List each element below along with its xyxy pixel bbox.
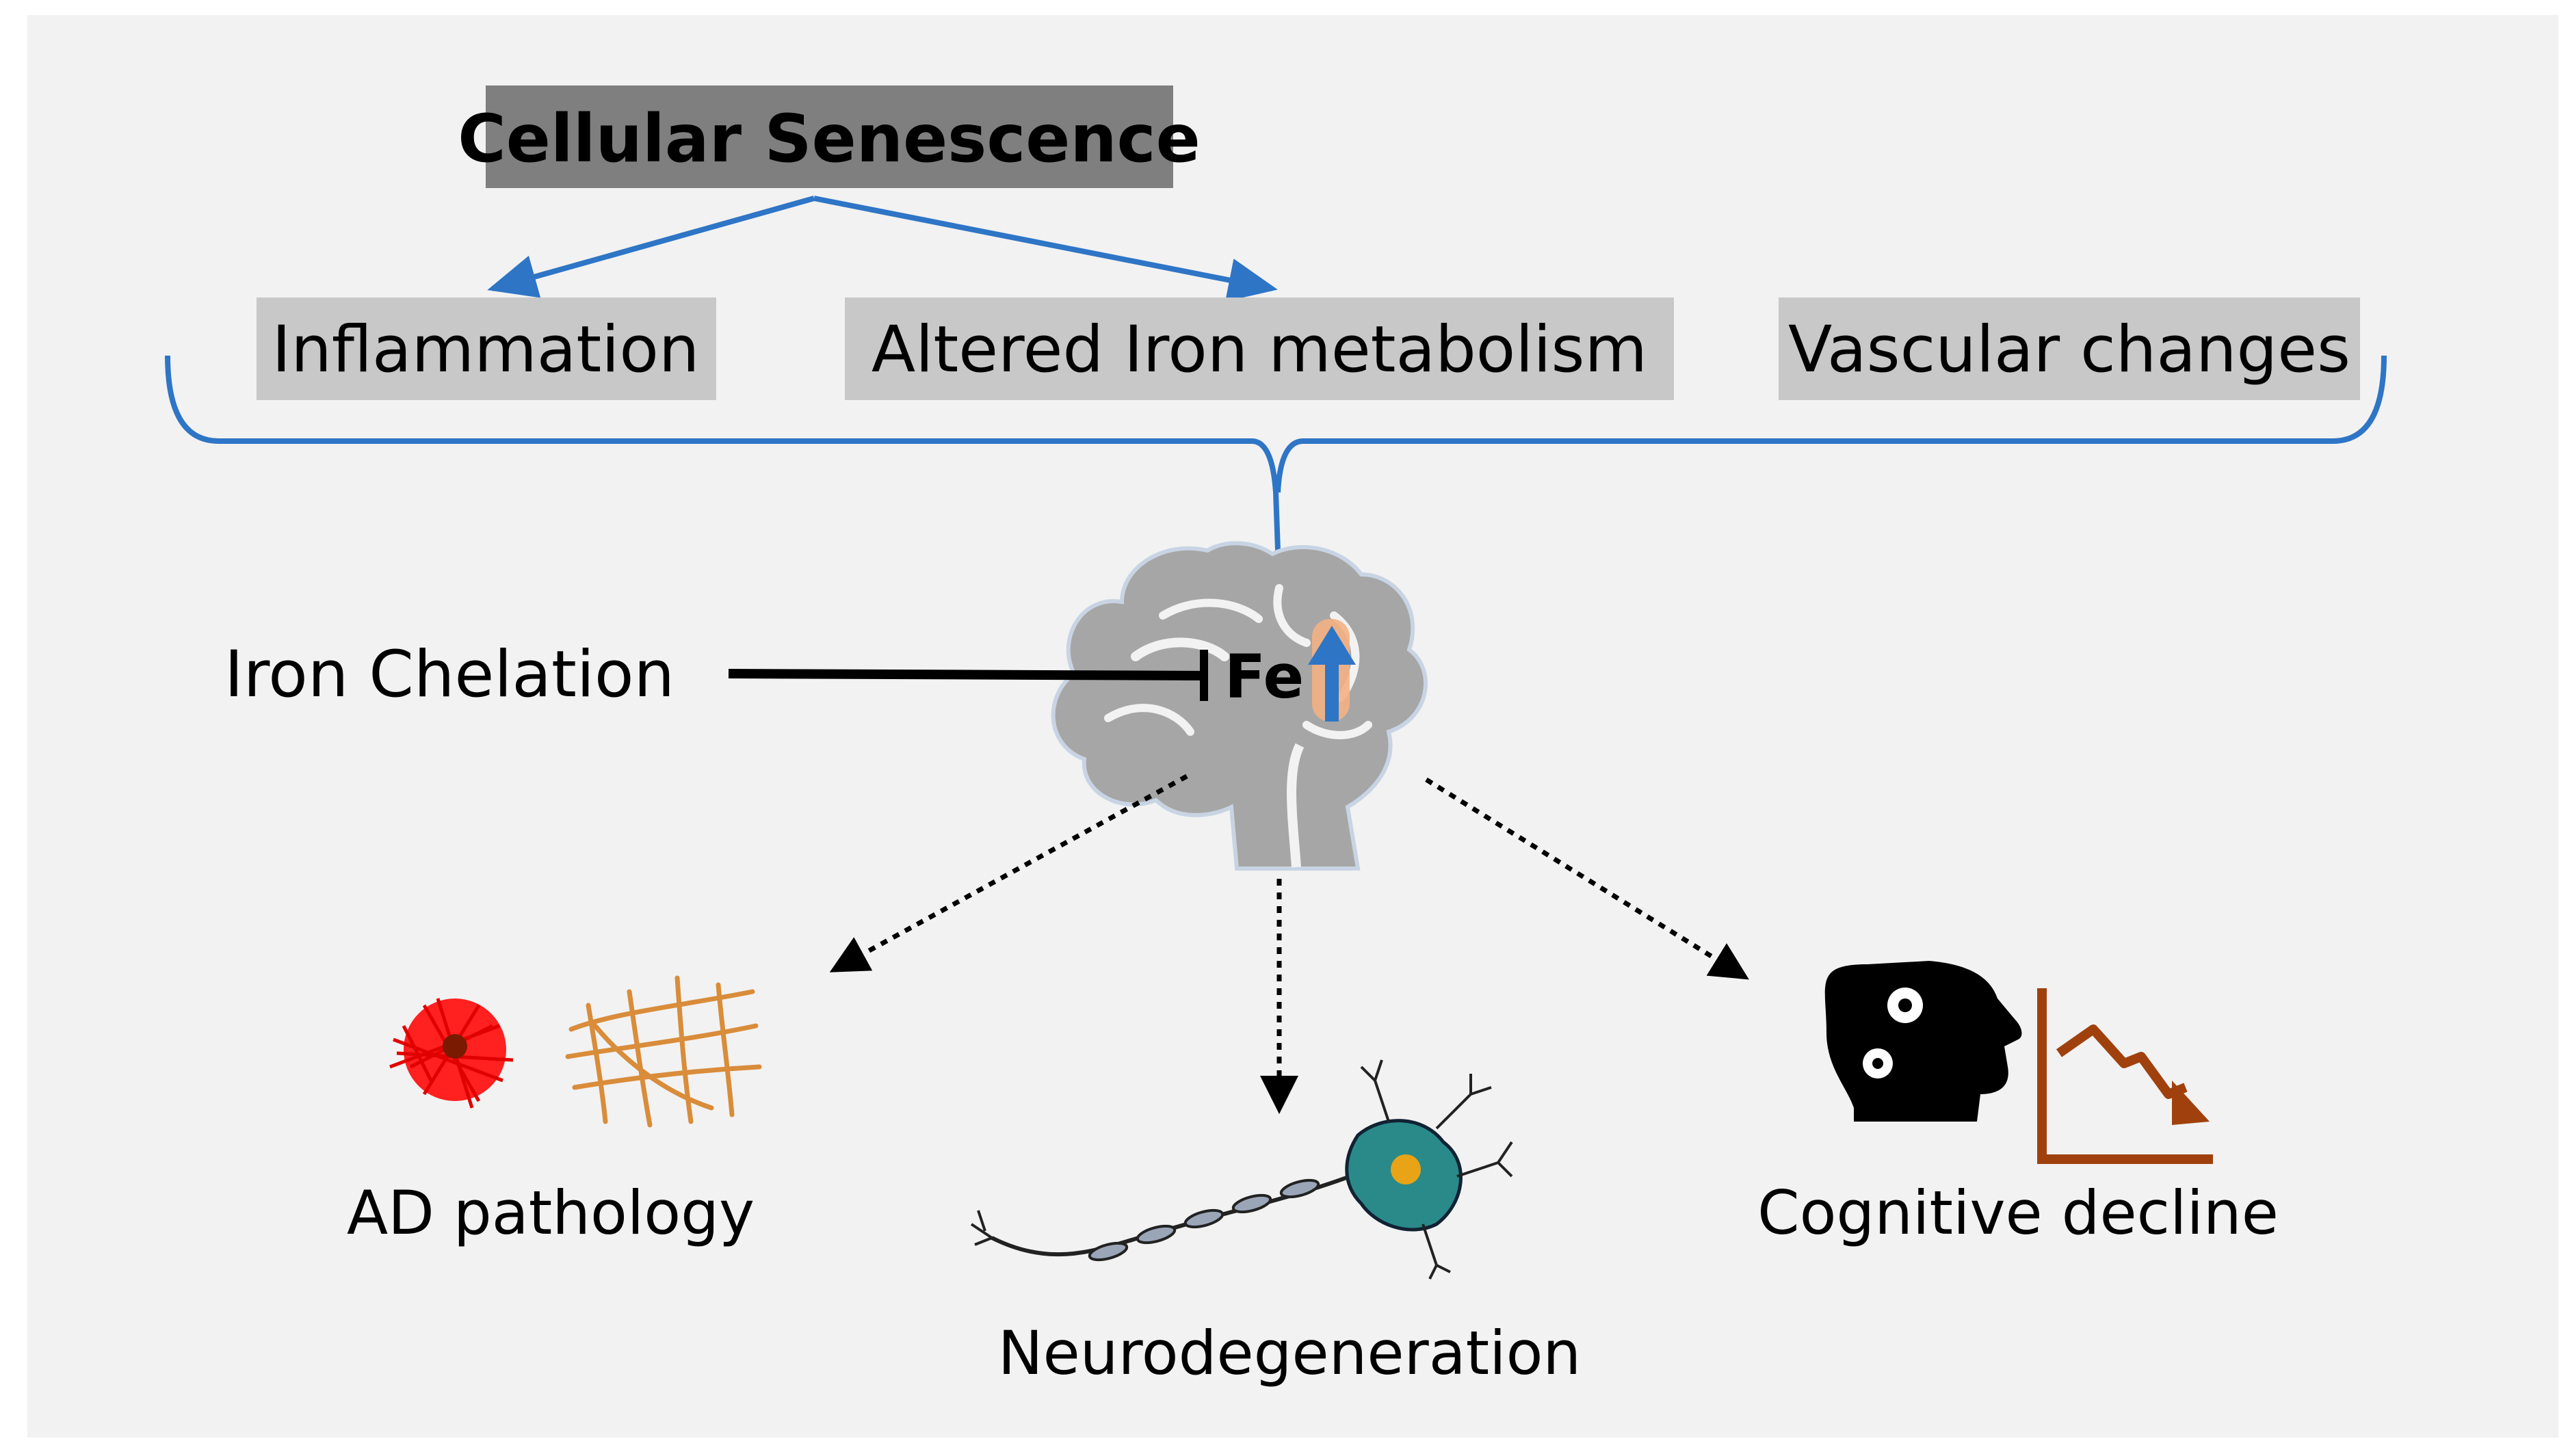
cellular-senescence-box <box>486 85 1173 188</box>
neurodegeneration-label: Neurodegeneration <box>997 1318 1582 1388</box>
up-arrow-icon <box>1308 626 1356 722</box>
arrow-to-inflammation <box>487 196 815 298</box>
ad-pathology-label: AD pathology <box>346 1178 755 1248</box>
cellular-senescence-label: Cellular Senescence <box>458 101 1201 177</box>
inflammation-label: Inflammation <box>272 313 700 387</box>
fe-label: Fe <box>1224 641 1305 712</box>
neuron-icon <box>970 1059 1513 1280</box>
inflammation-box <box>257 297 716 400</box>
arrow-to-iron-metabolism <box>813 196 1278 302</box>
vascular-changes-box <box>1779 297 2360 400</box>
inhibition-line <box>728 669 1205 680</box>
iron-metabolism-label: Altered Iron metabolism <box>871 313 1648 387</box>
iron-metabolism-box <box>845 297 1674 400</box>
cognitive-decline-label: Cognitive decline <box>1757 1178 2279 1248</box>
tau-tangle-icon <box>565 975 762 1128</box>
dotted-arrow-ad <box>829 773 1188 972</box>
factors-brace <box>165 355 2387 551</box>
amyloid-plaque-icon <box>389 998 514 1109</box>
vascular-changes-label: Vascular changes <box>1788 313 2350 387</box>
iron-chelation-label: Iron Chelation <box>224 637 675 712</box>
head-gears-icon <box>1824 961 2022 1122</box>
declining-chart-icon <box>2037 988 2213 1164</box>
